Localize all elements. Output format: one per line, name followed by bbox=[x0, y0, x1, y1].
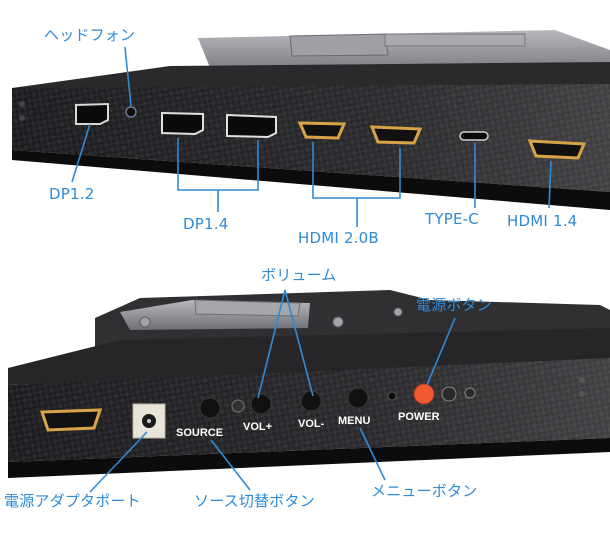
dp14-port-2 bbox=[226, 113, 277, 139]
screw-icon bbox=[441, 386, 476, 402]
headphone-jack bbox=[125, 106, 137, 118]
bottom-monitor-body bbox=[8, 290, 610, 478]
vol-plus-button[interactable] bbox=[250, 393, 272, 415]
volume-label: ボリューム bbox=[261, 266, 337, 284]
vol-plus-button-label: VOL+ bbox=[243, 421, 272, 433]
power-led-icon bbox=[387, 391, 397, 401]
dp14-label: DP1.4 bbox=[183, 215, 229, 233]
hdmi20-port-2 bbox=[369, 125, 423, 145]
dp14-port-1 bbox=[161, 111, 204, 136]
power-adapter-port bbox=[132, 403, 166, 439]
hdmi20-port-1 bbox=[297, 121, 347, 140]
typec-port bbox=[459, 131, 489, 141]
menu-button[interactable] bbox=[347, 387, 369, 409]
power-adapter-label: 電源アダプタポート bbox=[4, 492, 141, 510]
hdmi-port-bottom bbox=[39, 408, 103, 432]
screw-icon bbox=[231, 399, 245, 413]
vol-minus-button-label: VOL- bbox=[298, 418, 325, 430]
power-button-caption: 電源ボタン bbox=[416, 296, 493, 314]
headphone-label: ヘッドフォン bbox=[44, 26, 136, 44]
source-button[interactable] bbox=[199, 397, 221, 419]
source-switch-label: ソース切替ボタン bbox=[194, 492, 315, 510]
typec-label: TYPE-C bbox=[425, 210, 479, 228]
hdmi20-label: HDMI 2.0B bbox=[298, 229, 379, 247]
power-button[interactable] bbox=[413, 383, 435, 405]
vol-minus-button[interactable] bbox=[300, 390, 322, 412]
hdmi14-port bbox=[527, 139, 587, 160]
dp12-label: DP1.2 bbox=[49, 185, 95, 203]
hdmi14-label: HDMI 1.4 bbox=[507, 212, 578, 230]
source-button-label: SOURCE bbox=[176, 427, 223, 439]
menu-button-label: MENU bbox=[338, 415, 370, 427]
power-button-label: POWER bbox=[398, 411, 440, 423]
menu-button-caption: メニューボタン bbox=[371, 482, 478, 500]
dp12-port bbox=[75, 102, 109, 125]
